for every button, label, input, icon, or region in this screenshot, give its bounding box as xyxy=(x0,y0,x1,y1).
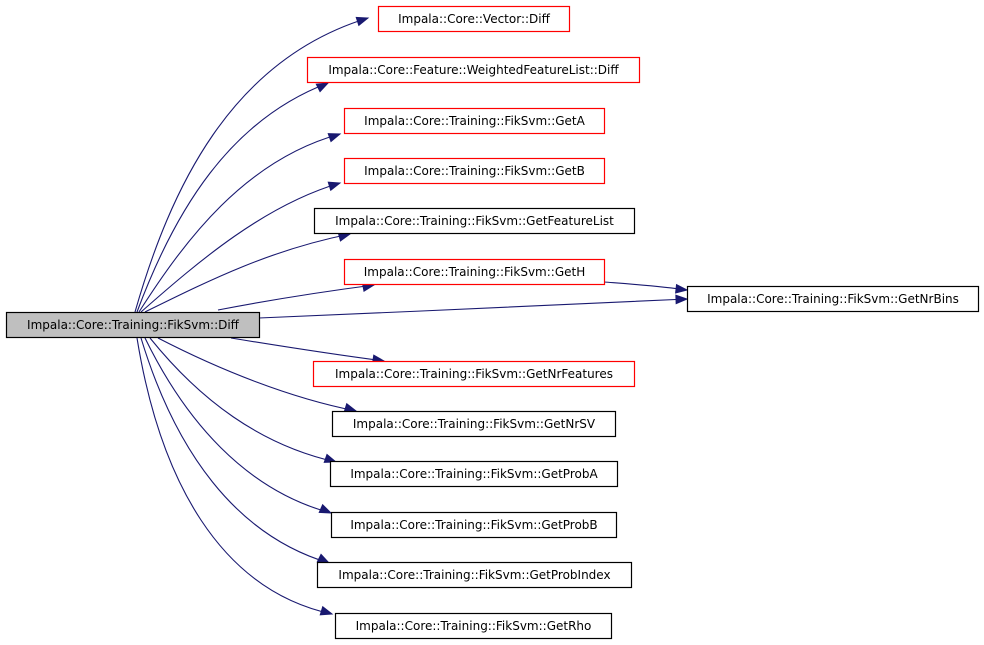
arrowhead-icon xyxy=(355,16,370,27)
edge-line xyxy=(140,337,330,564)
arrowhead-icon xyxy=(315,82,330,93)
edge-diff-to-get_rho xyxy=(136,337,334,616)
node-box xyxy=(329,460,619,488)
node-get-prob-b[interactable]: Impala::Core::Training::FikSvm::GetProbB xyxy=(330,511,618,539)
edge-line xyxy=(149,337,337,463)
edge-line xyxy=(140,182,341,313)
edge-line xyxy=(134,17,369,313)
edge-diff-to-get_a xyxy=(138,133,342,313)
node-label: Impala::Core::Training::FikSvm::GetProbI… xyxy=(338,568,610,582)
node-get-prob-index[interactable]: Impala::Core::Training::FikSvm::GetProbI… xyxy=(316,561,633,589)
edge-diff-to-get_nr_features xyxy=(230,337,386,365)
edge-diff-to-get_nr_bins xyxy=(258,294,689,319)
arrowhead-icon xyxy=(319,605,334,616)
edge-line xyxy=(217,284,375,311)
edge-diff-to-get_prob_b xyxy=(144,337,333,514)
node-get-h[interactable]: Impala::Core::Training::FikSvm::GetH xyxy=(343,258,606,286)
node-label: Impala::Core::Training::FikSvm::GetNrFea… xyxy=(335,367,613,381)
node-label: Impala::Core::Training::FikSvm::GetA xyxy=(364,114,585,128)
edges-layer xyxy=(134,16,689,616)
edge-get_h-to-get_nr_bins xyxy=(603,281,689,294)
node-label: Impala::Core::Training::FikSvm::GetB xyxy=(364,164,585,178)
node-get-nr-features[interactable]: Impala::Core::Training::FikSvm::GetNrFea… xyxy=(312,360,636,388)
node-box xyxy=(334,612,613,640)
edge-line xyxy=(157,337,357,412)
node-diff[interactable]: Impala::Core::Training::FikSvm::Diff xyxy=(5,311,261,339)
node-box xyxy=(377,5,571,33)
arrowhead-icon xyxy=(327,133,342,143)
edge-line xyxy=(136,337,333,615)
edge-line xyxy=(144,337,332,514)
edge-diff-to-get_h xyxy=(217,282,376,311)
nodes-layer: Impala::Core::Training::FikSvm::DiffImpa… xyxy=(5,5,980,640)
arrowhead-icon xyxy=(675,294,689,305)
node-get-feature-list[interactable]: Impala::Core::Training::FikSvm::GetFeatu… xyxy=(313,207,636,235)
node-box xyxy=(343,258,606,286)
edge-diff-to-get_prob_a xyxy=(149,337,338,463)
node-box xyxy=(343,107,606,135)
edge-diff-to-get_prob_index xyxy=(140,337,331,564)
node-get-b[interactable]: Impala::Core::Training::FikSvm::GetB xyxy=(343,157,606,185)
node-label: Impala::Core::Training::FikSvm::Diff xyxy=(27,318,240,332)
arrowhead-icon xyxy=(318,503,333,514)
node-get-a[interactable]: Impala::Core::Training::FikSvm::GetA xyxy=(343,107,606,135)
arrowhead-icon xyxy=(316,553,331,564)
node-vector-diff[interactable]: Impala::Core::Vector::Diff xyxy=(377,5,571,33)
node-box xyxy=(343,157,606,185)
node-box xyxy=(312,360,636,388)
node-label: Impala::Core::Training::FikSvm::GetProbA xyxy=(350,467,598,481)
edge-line xyxy=(603,281,688,291)
edge-line xyxy=(138,133,341,313)
edge-diff-to-get_feature_list xyxy=(144,232,352,313)
edge-diff-to-get_b xyxy=(140,181,342,313)
node-label: Impala::Core::Training::FikSvm::GetNrBin… xyxy=(707,292,959,306)
node-box xyxy=(331,410,617,438)
edge-line xyxy=(144,233,351,313)
node-label: Impala::Core::Training::FikSvm::GetH xyxy=(364,265,585,279)
node-box xyxy=(313,207,636,235)
edge-line xyxy=(136,82,329,313)
node-box xyxy=(306,56,641,84)
node-label: Impala::Core::Training::FikSvm::GetNrSV xyxy=(353,417,596,431)
node-get-prob-a[interactable]: Impala::Core::Training::FikSvm::GetProbA xyxy=(329,460,619,488)
arrowhead-icon xyxy=(327,181,342,192)
node-label: Impala::Core::Vector::Diff xyxy=(398,12,551,26)
node-label: Impala::Core::Training::FikSvm::GetProbB xyxy=(350,518,597,532)
node-get-rho[interactable]: Impala::Core::Training::FikSvm::GetRho xyxy=(334,612,613,640)
node-label: Impala::Core::Training::FikSvm::GetRho xyxy=(356,619,592,633)
arrowhead-icon xyxy=(675,283,689,294)
node-label: Impala::Core::Feature::WeightedFeatureLi… xyxy=(328,63,619,77)
node-label: Impala::Core::Training::FikSvm::GetFeatu… xyxy=(335,214,614,228)
node-box xyxy=(5,311,261,339)
node-box xyxy=(330,511,618,539)
edge-diff-to-vector_diff xyxy=(134,16,370,313)
node-get-nr-sv[interactable]: Impala::Core::Training::FikSvm::GetNrSV xyxy=(331,410,617,438)
edge-line xyxy=(230,337,385,362)
edge-diff-to-get_nr_sv xyxy=(157,337,358,413)
node-get-nr-bins[interactable]: Impala::Core::Training::FikSvm::GetNrBin… xyxy=(686,285,980,313)
node-box xyxy=(316,561,633,589)
edge-diff-to-wfl_diff xyxy=(136,82,330,313)
edge-line xyxy=(258,298,688,319)
arrowhead-icon xyxy=(343,402,358,413)
node-box xyxy=(686,285,980,313)
node-wfl-diff[interactable]: Impala::Core::Feature::WeightedFeatureLi… xyxy=(306,56,641,84)
